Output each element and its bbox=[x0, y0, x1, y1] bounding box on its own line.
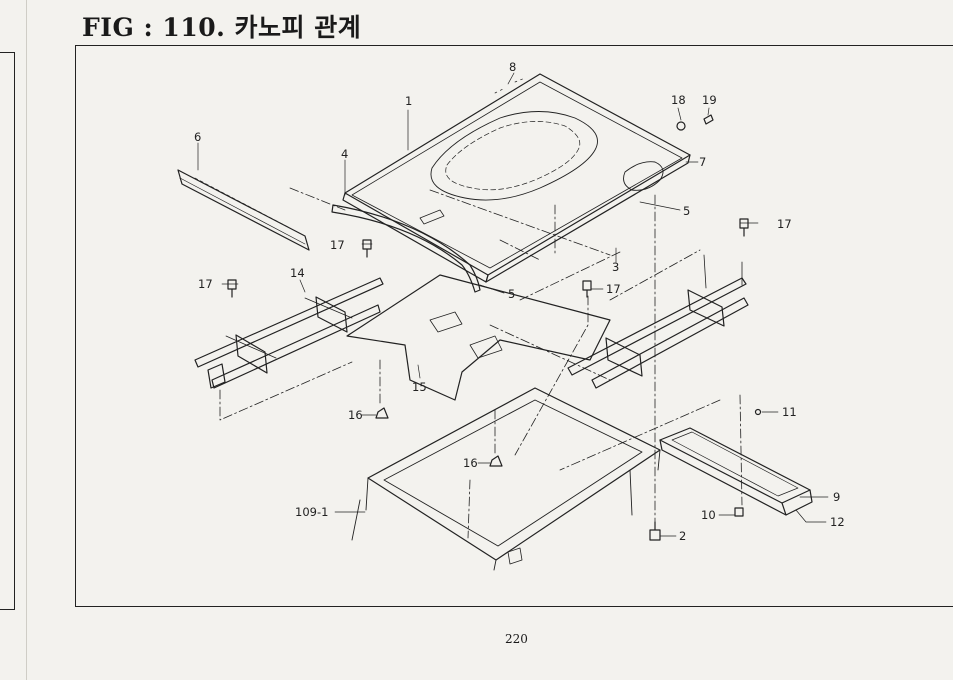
callout-12: 12 bbox=[830, 515, 845, 529]
hardware-items bbox=[227, 114, 762, 541]
callout-1: 1 bbox=[405, 94, 412, 108]
bolt-17-c bbox=[582, 280, 592, 298]
side-channel bbox=[659, 427, 813, 516]
nut-18 bbox=[676, 121, 686, 131]
floor-plate bbox=[346, 274, 611, 401]
seal-strip bbox=[331, 204, 481, 293]
side-rail-strip bbox=[177, 169, 310, 251]
callout-17-left-upper: 17 bbox=[330, 238, 345, 252]
bolt-17-b bbox=[227, 279, 237, 298]
left-margin-frame bbox=[0, 52, 15, 610]
right-bracket-assembly bbox=[567, 254, 749, 389]
callout-19: 19 bbox=[702, 93, 717, 107]
canopy-frame bbox=[351, 387, 661, 571]
callout-16-left: 16 bbox=[348, 408, 363, 422]
callout-17-center: 17 bbox=[606, 282, 621, 296]
callout-5-upper: 5 bbox=[683, 204, 690, 218]
callout-17-right: 17 bbox=[777, 217, 792, 231]
callout-14: 14 bbox=[290, 266, 305, 280]
bolt-17-right bbox=[739, 218, 749, 237]
callout-17-left-lower: 17 bbox=[198, 277, 213, 291]
binding-line bbox=[26, 0, 27, 680]
screw-16-b bbox=[489, 455, 503, 467]
callout-10: 10 bbox=[701, 508, 716, 522]
leader-lines bbox=[197, 72, 829, 537]
callout-15: 15 bbox=[412, 380, 427, 394]
callout-11: 11 bbox=[782, 405, 797, 419]
callout-18: 18 bbox=[671, 93, 686, 107]
figure-frame bbox=[75, 45, 953, 607]
washer-11 bbox=[754, 408, 762, 416]
canopy-roof-panel bbox=[342, 73, 691, 283]
callout-4: 4 bbox=[341, 147, 348, 161]
callout-labels: 1 2 3 4 5 5 6 7 8 9 10 11 12 14 15 16 16… bbox=[194, 60, 845, 543]
page-title: FIG : 110. 카노피 관계 bbox=[82, 13, 362, 42]
screw-16-a bbox=[375, 407, 389, 419]
clip-19 bbox=[703, 114, 714, 125]
callout-8: 8 bbox=[509, 60, 516, 74]
assembly-guides bbox=[219, 187, 743, 539]
callout-7: 7 bbox=[699, 155, 706, 169]
callout-16-center: 16 bbox=[463, 456, 478, 470]
callout-9: 9 bbox=[833, 490, 840, 504]
page-number: 220 bbox=[505, 632, 528, 646]
bolt-10 bbox=[734, 507, 744, 517]
callout-2: 2 bbox=[679, 529, 686, 543]
callout-5-lower: 5 bbox=[508, 287, 515, 301]
left-bracket-assembly bbox=[194, 277, 384, 389]
callout-3: 3 bbox=[612, 260, 619, 274]
callout-6: 6 bbox=[194, 130, 201, 144]
bolt-17-a bbox=[362, 239, 372, 258]
callout-109-1: 109-1 bbox=[295, 505, 328, 519]
